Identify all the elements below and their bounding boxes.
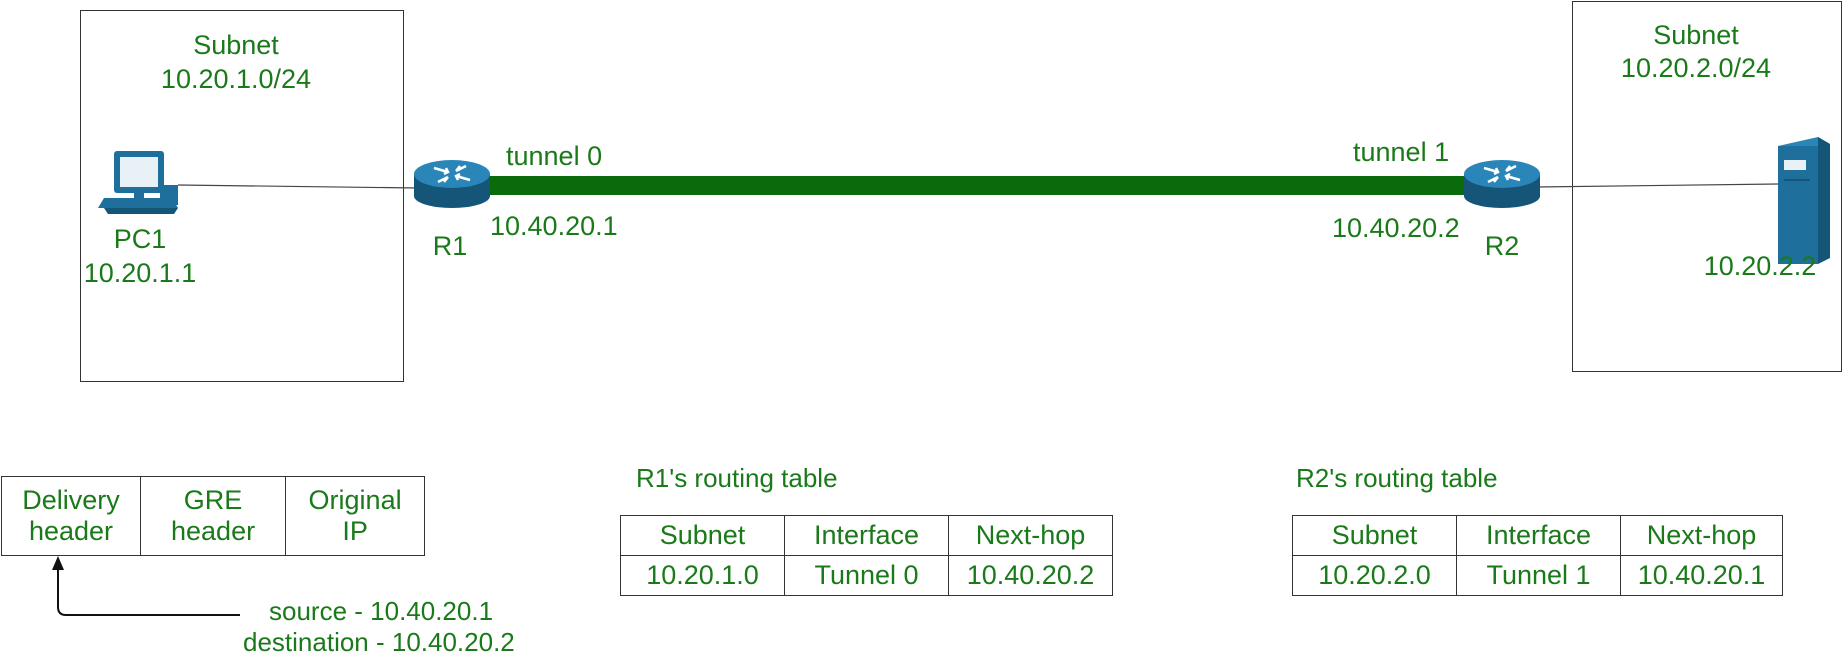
packet-cell-gre-header: GRE header (139, 476, 287, 556)
packet-destination: destination - 10.40.20.2 (243, 627, 515, 657)
table-row: 10.20.2.0 Tunnel 1 10.40.20.1 (1292, 555, 1783, 596)
r1-cell-subnet: 10.20.1.0 (620, 555, 785, 596)
router-icon-r1 (414, 160, 490, 208)
r2-cell-interface: Tunnel 1 (1456, 555, 1621, 596)
r1-header-interface: Interface (784, 515, 949, 556)
r1-name: R1 (432, 231, 468, 261)
r2-name: R2 (1484, 231, 1520, 261)
r2-routing-table: Subnet Interface Next-hop 10.20.2.0 Tunn… (1292, 515, 1783, 596)
router-icon-r2 (1464, 160, 1540, 208)
arrow-head (52, 556, 64, 570)
table-header-row: Subnet Interface Next-hop (1292, 515, 1783, 556)
r1-tunnel-label: tunnel 0 (506, 141, 603, 171)
gre-tunnel (488, 176, 1464, 195)
r1-cell-nexthop: 10.40.20.2 (948, 555, 1113, 596)
left-subnet-cidr: 10.20.1.0/24 (160, 64, 312, 94)
r2-server-link (1535, 183, 1779, 188)
r2-tunnel-label: tunnel 1 (1353, 137, 1450, 167)
packet-source: source - 10.40.20.1 (269, 596, 494, 626)
r2-tunnel-ip: 10.40.20.2 (1332, 213, 1460, 243)
right-subnet-title: Subnet (1653, 20, 1739, 50)
table-header-row: Subnet Interface Next-hop (620, 515, 1113, 556)
gre-packet-format: Delivery header GRE header Original IP (1, 476, 426, 556)
pc1-r1-link (177, 184, 419, 189)
r2-table-caption: R2's routing table (1296, 463, 1498, 493)
server-tower-icon (1778, 137, 1830, 264)
r1-table-caption: R1's routing table (636, 463, 838, 493)
r2-header-subnet: Subnet (1292, 515, 1457, 556)
pc1-name: PC1 (113, 224, 167, 254)
r1-tunnel-ip: 10.40.20.1 (490, 211, 618, 241)
packet-pointer-arrow (57, 568, 240, 616)
left-subnet-title: Subnet (193, 30, 279, 60)
packet-cell-original-ip: Original IP (285, 476, 426, 556)
r2-cell-nexthop: 10.40.20.1 (1620, 555, 1783, 596)
r1-header-subnet: Subnet (620, 515, 785, 556)
r1-header-nexthop: Next-hop (948, 515, 1113, 556)
pc1-ip: 10.20.1.1 (83, 258, 197, 288)
server-ip: 10.20.2.2 (1703, 251, 1817, 281)
r2-header-nexthop: Next-hop (1620, 515, 1783, 556)
r1-cell-interface: Tunnel 0 (784, 555, 949, 596)
desktop-pc-icon (98, 151, 178, 214)
r1-routing-table: Subnet Interface Next-hop 10.20.1.0 Tunn… (620, 515, 1113, 596)
packet-cell-delivery-header: Delivery header (1, 476, 141, 556)
table-row: 10.20.1.0 Tunnel 0 10.40.20.2 (620, 555, 1113, 596)
r2-cell-subnet: 10.20.2.0 (1292, 555, 1457, 596)
right-subnet-cidr: 10.20.2.0/24 (1620, 53, 1772, 83)
r2-header-interface: Interface (1456, 515, 1621, 556)
